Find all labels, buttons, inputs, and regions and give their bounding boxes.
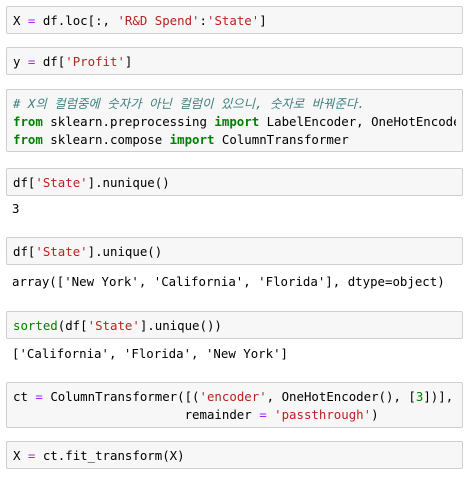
code-line: # X의 컬럼중에 숫자가 아닌 컬럼이 있으니, 숫자로 바꿔준다. xyxy=(13,95,456,113)
code-token: import xyxy=(169,132,215,147)
code-token: ) xyxy=(371,407,379,422)
code-line: y = df['Profit'] xyxy=(13,53,456,71)
code-token: from xyxy=(13,132,43,147)
code-cell-input[interactable]: # X의 컬럼중에 숫자가 아닌 컬럼이 있으니, 숫자로 바꿔준다. from … xyxy=(6,89,463,152)
code-token: X xyxy=(13,448,28,463)
code-token: df[ xyxy=(13,244,36,259)
code-token: 'State' xyxy=(206,13,260,28)
code-cell-input[interactable]: df['State'].nunique() xyxy=(6,168,463,196)
code-token: 'Profit' xyxy=(65,54,125,69)
code-token: ColumnTransformer xyxy=(214,132,349,147)
code-token: # X의 컬럼중에 숫자가 아닌 컬럼이 있으니, 숫자로 바꿔준다. xyxy=(13,96,365,111)
code-token: ].unique() xyxy=(87,244,163,259)
code-token: LabelEncoder, OneHotEncoder xyxy=(259,114,456,129)
code-token: y xyxy=(13,54,28,69)
code-cell-output: ['California', 'Florida', 'New York'] xyxy=(6,345,463,365)
code-cell-output: array(['New York', 'California', 'Florid… xyxy=(6,273,463,293)
output-text: array(['New York', 'California', 'Florid… xyxy=(12,274,445,289)
code-token: = xyxy=(27,448,36,463)
code-line: remainder = 'passthrough') xyxy=(13,406,456,424)
code-token: 'State' xyxy=(35,175,88,190)
code-token: 'encoder' xyxy=(199,389,267,404)
code-token: ] xyxy=(124,54,133,69)
code-token: 'State' xyxy=(87,318,140,333)
code-token: (df[ xyxy=(57,318,88,333)
code-token: ct.fit_transform(X) xyxy=(35,448,185,463)
code-token: 'State' xyxy=(35,244,88,259)
code-token: : xyxy=(199,13,207,28)
code-token: = xyxy=(35,389,43,404)
code-token: ColumnTransformer([( xyxy=(42,389,200,404)
code-token xyxy=(267,407,274,422)
code-token: sorted xyxy=(13,318,58,333)
code-line: df['State'].unique() xyxy=(13,243,456,261)
code-token: ].unique()) xyxy=(139,318,222,333)
code-token: df[ xyxy=(35,54,66,69)
code-cell-input[interactable]: X = ct.fit_transform(X) xyxy=(6,441,463,469)
code-token: , OneHotEncoder(), [ xyxy=(266,389,416,404)
code-line: X = df.loc[:, 'R&D Spend':'State'] xyxy=(13,12,456,30)
code-token: ] xyxy=(259,13,267,28)
code-cell-input[interactable]: ct = ColumnTransformer([('encoder', OneH… xyxy=(6,382,463,428)
code-token: sklearn.compose xyxy=(42,132,170,147)
code-token: 'passthrough' xyxy=(274,407,372,422)
code-token: 'R&D Spend' xyxy=(117,13,200,28)
code-line: from sklearn.preprocessing import LabelE… xyxy=(13,113,456,131)
code-token: = xyxy=(27,13,36,28)
code-line: from sklearn.compose import ColumnTransf… xyxy=(13,131,456,149)
code-cell-input[interactable]: sorted(df['State'].unique()) xyxy=(6,311,463,339)
code-line: df['State'].nunique() xyxy=(13,174,456,192)
code-token: 3 xyxy=(415,389,424,404)
code-line: sorted(df['State'].unique()) xyxy=(13,317,456,335)
code-token: df[ xyxy=(13,175,36,190)
code-token: = xyxy=(259,407,267,422)
code-token: ])], xyxy=(423,389,454,404)
code-cell-input[interactable]: df['State'].unique() xyxy=(6,237,463,265)
code-token: import xyxy=(214,114,260,129)
code-token: ct xyxy=(13,389,36,404)
code-token: from xyxy=(13,114,43,129)
code-token: remainder xyxy=(13,407,260,422)
output-text: 3 xyxy=(12,201,20,216)
code-line: ct = ColumnTransformer([('encoder', OneH… xyxy=(13,388,456,406)
code-token: X xyxy=(13,13,28,28)
code-token: sklearn.preprocessing xyxy=(42,114,215,129)
code-token: df.loc[:, xyxy=(35,13,118,28)
output-text: ['California', 'Florida', 'New York'] xyxy=(12,346,289,361)
code-cell-output: 3 xyxy=(6,200,463,220)
code-token: ].nunique() xyxy=(87,175,170,190)
code-cell-input[interactable]: y = df['Profit'] xyxy=(6,47,463,75)
code-token: = xyxy=(27,54,36,69)
code-cell-input[interactable]: X = df.loc[:, 'R&D Spend':'State'] xyxy=(6,6,463,34)
code-line: X = ct.fit_transform(X) xyxy=(13,447,456,465)
